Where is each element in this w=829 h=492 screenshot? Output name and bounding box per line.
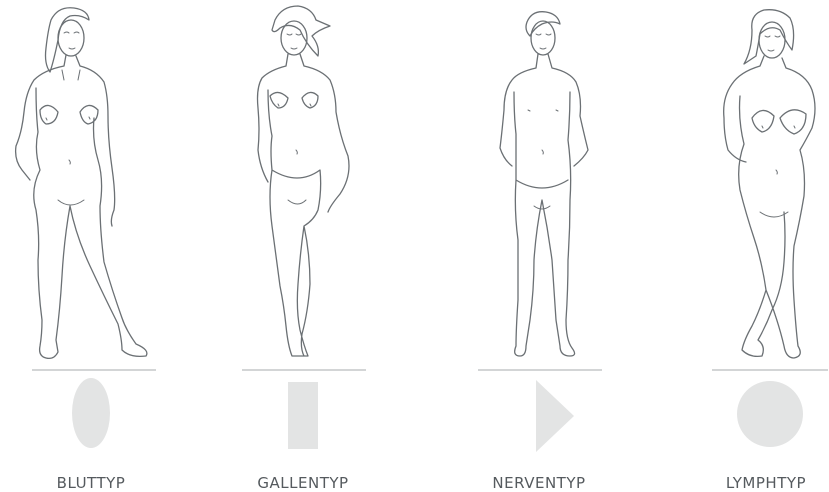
figure-gallentyp xyxy=(258,6,350,356)
label-nerventyp: NERVENTYP xyxy=(449,474,629,492)
rectangle-symbol xyxy=(288,382,318,449)
figure-lymphtyp xyxy=(724,10,815,358)
figure-nerventyp xyxy=(500,12,588,356)
label-lymphtyp: LYMPHTYP xyxy=(676,474,829,492)
triangle-symbol xyxy=(536,380,574,452)
ellipse-symbol xyxy=(72,378,110,448)
label-bluttyp: BLUTTYP xyxy=(1,474,181,492)
label-gallentyp: GALLENTYP xyxy=(213,474,393,492)
figure-bluttyp xyxy=(16,8,147,359)
circle-symbol xyxy=(737,381,803,447)
